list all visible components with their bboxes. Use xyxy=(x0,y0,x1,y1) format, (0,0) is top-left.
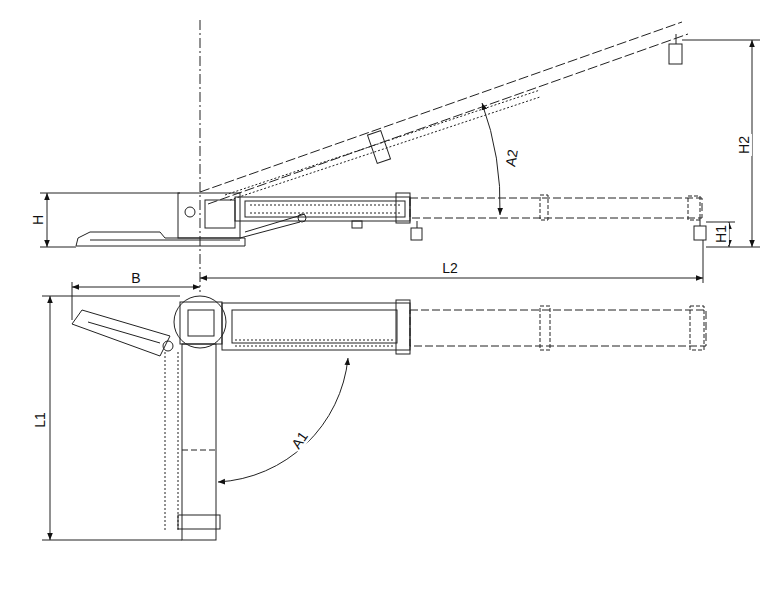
dimension-label: L2 xyxy=(440,260,460,276)
dimension-label: L1 xyxy=(32,410,48,430)
dimension-label: A2 xyxy=(502,146,521,170)
dimension-label: H2 xyxy=(736,134,752,156)
dimension-label: H1 xyxy=(713,223,729,245)
dimension-label: A1 xyxy=(287,427,312,453)
dimension-label: H xyxy=(30,213,46,227)
dimension-label: B xyxy=(129,270,142,286)
